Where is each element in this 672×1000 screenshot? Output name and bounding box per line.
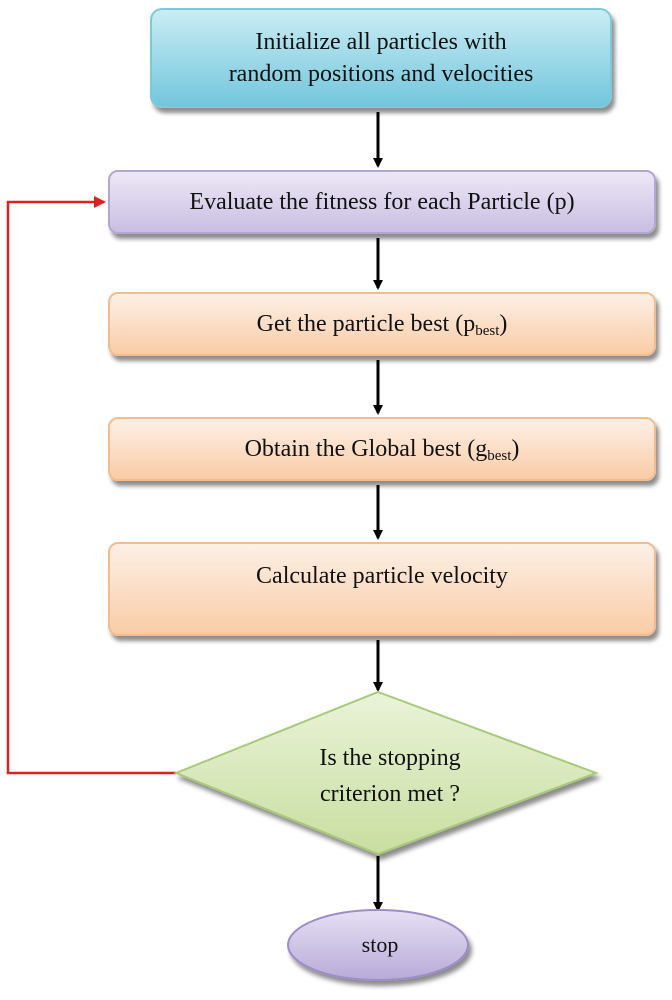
loop-back-arrow bbox=[6, 196, 176, 775]
particle-best-close: ) bbox=[499, 311, 508, 337]
global-best-label: Obtain the Global best (gbest) bbox=[245, 433, 520, 465]
decision-label: Is the stopping criterion met ? bbox=[240, 740, 540, 812]
velocity-step: Calculate particle velocity bbox=[108, 542, 656, 636]
global-best-close: ) bbox=[511, 436, 520, 462]
decision-line-2: criterion met ? bbox=[320, 781, 460, 807]
initialize-line-2: random positions and velocities bbox=[228, 61, 534, 87]
particle-best-step: Get the particle best (pbest) bbox=[108, 292, 656, 356]
initialize-step: Initialize all particles with random pos… bbox=[150, 8, 612, 108]
decision-diamond bbox=[173, 690, 599, 856]
decision-line-1: Is the stopping bbox=[319, 745, 461, 771]
velocity-label: Calculate particle velocity bbox=[256, 563, 508, 589]
evaluate-fitness-label: Evaluate the fitness for each Particle (… bbox=[189, 189, 575, 215]
initialize-line-1: Initialize all particles with bbox=[255, 29, 507, 55]
particle-best-label: Get the particle best (pbest) bbox=[257, 308, 508, 340]
particle-best-subscript: best bbox=[475, 323, 500, 339]
evaluate-fitness-step: Evaluate the fitness for each Particle (… bbox=[108, 170, 656, 234]
global-best-text: Obtain the Global best (g bbox=[244, 436, 488, 462]
global-best-step: Obtain the Global best (gbest) bbox=[108, 417, 656, 481]
stop-terminal bbox=[287, 909, 469, 981]
global-best-subscript: best bbox=[487, 448, 512, 464]
particle-best-text: Get the particle best (p bbox=[256, 311, 476, 337]
stop-label: stop bbox=[361, 932, 399, 957]
